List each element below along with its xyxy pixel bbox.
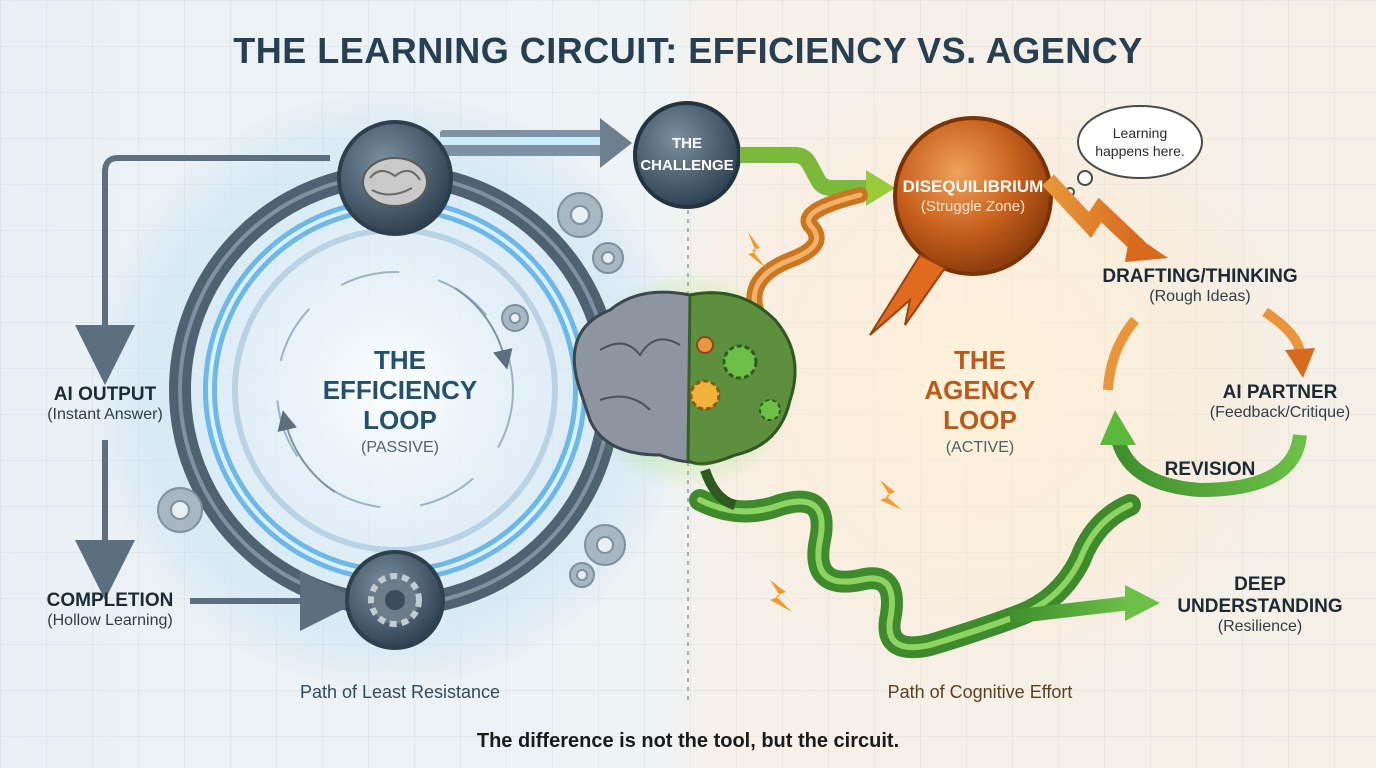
inner-arrow-2 bbox=[277, 410, 336, 493]
agency-loop-label: THE AGENCY LOOP (ACTIVE) bbox=[880, 345, 1080, 457]
to-understanding-arrow bbox=[1009, 596, 1131, 624]
efficiency-loop-line3: LOOP bbox=[363, 405, 437, 435]
challenge-line1: THE bbox=[672, 135, 702, 152]
path-left-label: Path of Least Resistance bbox=[299, 682, 501, 702]
brain-gears-icon bbox=[572, 290, 797, 510]
cloud-line2: happens here. bbox=[1095, 143, 1185, 159]
ai-output-label: AI OUTPUT (Instant Answer) bbox=[20, 384, 190, 424]
disequilibrium-node bbox=[869, 116, 1053, 336]
ai-output-title: AI OUTPUT bbox=[53, 384, 157, 405]
agency-arc-left bbox=[1103, 316, 1139, 391]
thought-cloud-text: Learning happens here. bbox=[1080, 124, 1200, 160]
partner-to-revision-arrow bbox=[1111, 433, 1307, 498]
inner-arrow-1 bbox=[454, 287, 513, 370]
agency-loop-line2: AGENCY bbox=[924, 375, 1036, 405]
ai-partner-sub: (Feedback/Critique) bbox=[1209, 404, 1351, 421]
footer-caption: The difference is not the tool, but the … bbox=[476, 730, 900, 752]
completion-label: COMPLETION (Hollow Learning) bbox=[20, 590, 200, 630]
lightning-icon bbox=[869, 253, 947, 336]
efficiency-loop-line1: THE bbox=[374, 345, 426, 375]
revision-label: REVISION bbox=[1164, 459, 1256, 480]
deep-understanding-label: DEEP UNDERSTANDING (Resilience) bbox=[1160, 574, 1360, 636]
completion-sub: (Hollow Learning) bbox=[47, 612, 173, 629]
disequilibrium-sub: (Struggle Zone) bbox=[920, 198, 1026, 215]
brain-icon bbox=[362, 157, 428, 207]
efficiency-loop-line2: EFFICIENCY bbox=[322, 375, 478, 405]
disequilibrium-title: DISEQUILIBRIUM bbox=[902, 177, 1044, 196]
challenge-label: THE CHALLENGE bbox=[637, 133, 737, 177]
ai-partner-title: AI PARTNER bbox=[1222, 382, 1338, 403]
left-flow-arrows bbox=[75, 155, 360, 631]
drafting-sub: (Rough Ideas) bbox=[1149, 288, 1251, 305]
top-arrow bbox=[440, 118, 632, 168]
ai-partner-label: AI PARTNER (Feedback/Critique) bbox=[1195, 382, 1365, 422]
deep-understanding-sub: (Resilience) bbox=[1217, 618, 1303, 635]
struggle-to-drafting-arrow bbox=[1042, 174, 1146, 254]
challenge-to-disequilibrium-arrow bbox=[740, 147, 868, 196]
challenge-line2: CHALLENGE bbox=[640, 157, 734, 174]
agency-loop-line3: LOOP bbox=[943, 405, 1017, 435]
deep-understanding-line2: UNDERSTANDING bbox=[1177, 596, 1343, 617]
drafting-label: DRAFTING/THINKING (Rough Ideas) bbox=[1085, 266, 1315, 306]
cloud-line1: Learning bbox=[1112, 125, 1168, 141]
agency-loop-sub: (ACTIVE) bbox=[945, 439, 1015, 456]
efficiency-loop-sub: (PASSIVE) bbox=[361, 439, 439, 456]
deep-understanding-line1: DEEP bbox=[1234, 574, 1286, 595]
page-title: THE LEARNING CIRCUIT: EFFICIENCY VS. AGE… bbox=[233, 30, 1143, 71]
efficiency-loop-label: THE EFFICIENCY LOOP (PASSIVE) bbox=[300, 345, 500, 457]
efficiency-gear-node bbox=[345, 550, 445, 650]
ai-output-sub: (Instant Answer) bbox=[47, 406, 163, 423]
path-right-label: Path of Cognitive Effort bbox=[887, 682, 1073, 702]
challenge-node bbox=[633, 101, 741, 209]
drafting-title: DRAFTING/THINKING bbox=[1102, 266, 1298, 287]
gear-icon bbox=[157, 192, 626, 588]
agency-loop-line1: THE bbox=[954, 345, 1006, 375]
disequilibrium-label: DISEQUILIBRIUM (Struggle Zone) bbox=[873, 176, 1073, 215]
completion-title: COMPLETION bbox=[46, 590, 174, 611]
efficiency-brain-node bbox=[337, 120, 453, 236]
lightning-icon bbox=[748, 232, 902, 612]
